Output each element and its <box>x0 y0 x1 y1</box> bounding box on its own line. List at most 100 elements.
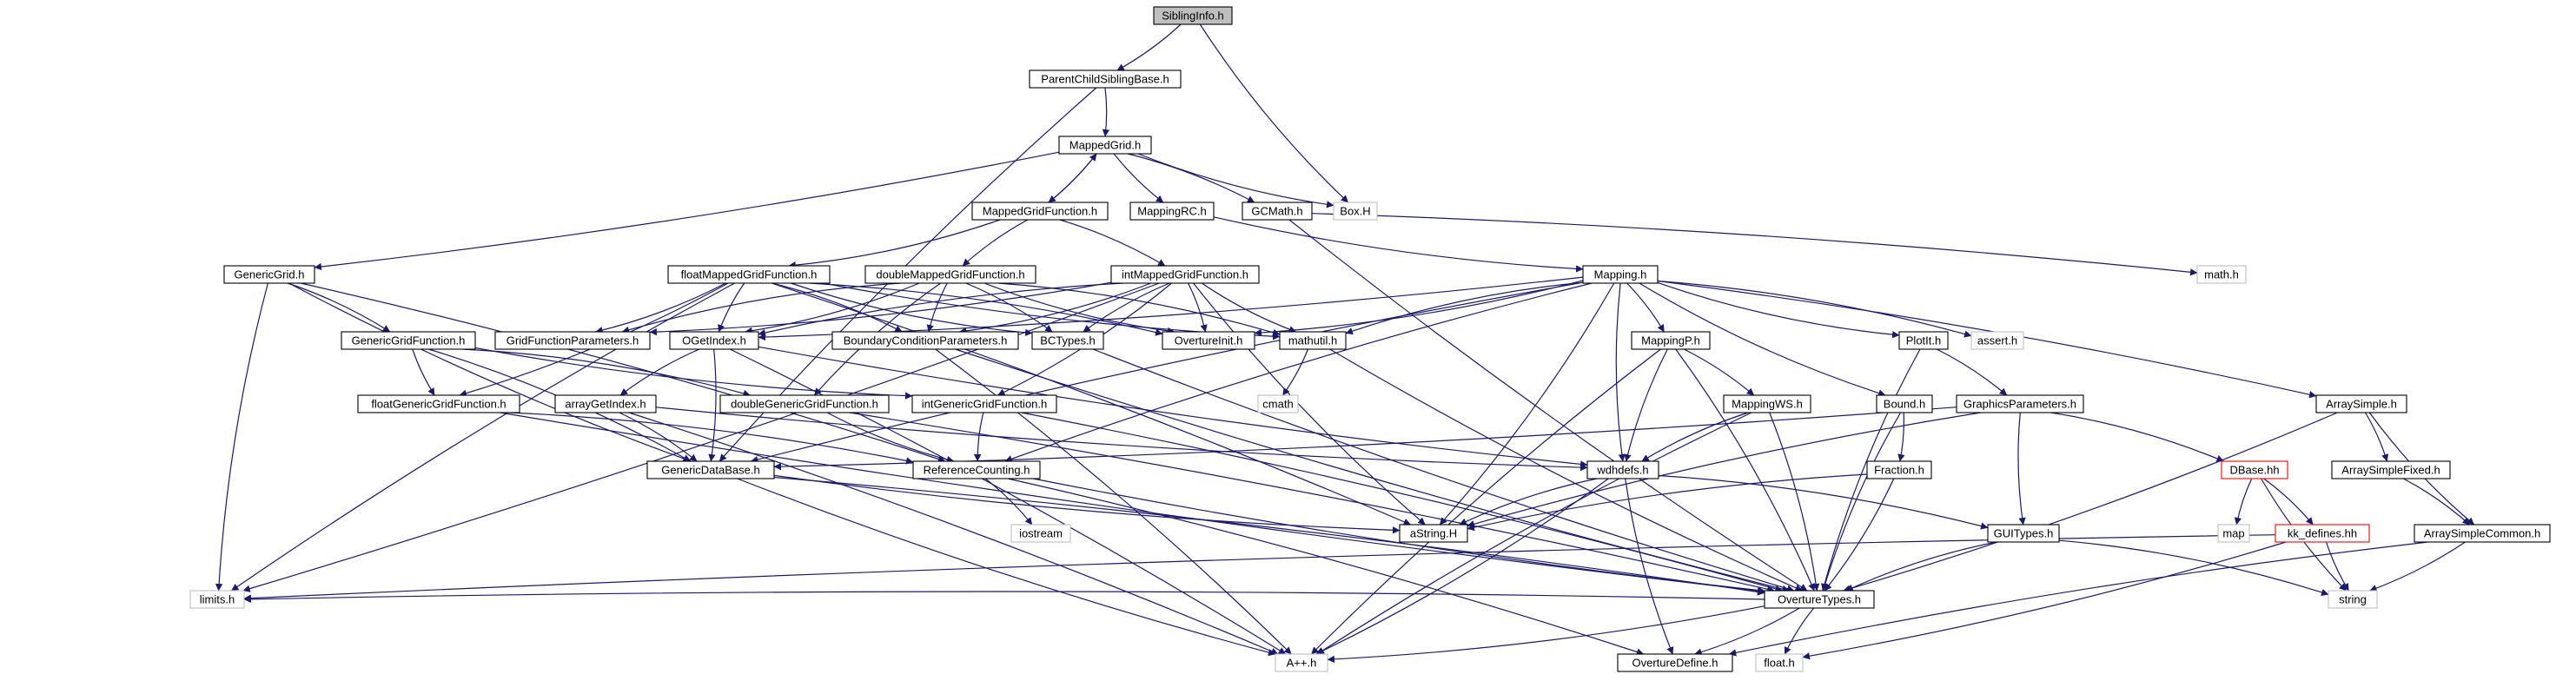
edge-OGetIndex-to-Appph <box>729 348 1287 655</box>
node-ParentChildSiblingBase[interactable]: ParentChildSiblingBase.h <box>1029 69 1182 89</box>
node-wdhdefs[interactable]: wdhdefs.h <box>1586 460 1659 479</box>
node-asserth: assert.h <box>1970 331 2024 350</box>
node-BCTypes[interactable]: BCTypes.h <box>1031 331 1104 350</box>
edge-intMappedGridFunction-to-BCTypes <box>1083 282 1170 333</box>
node-GCMath[interactable]: GCMath.h <box>1242 202 1313 221</box>
node-SiblingInfo[interactable]: SiblingInfo.h <box>1153 6 1233 25</box>
node-label-MappedGrid: MappedGrid.h <box>1069 139 1141 152</box>
edge-GenericDataBase-to-OvertureTypes <box>773 476 1765 596</box>
edge-doubleGenericGridFunction-to-OvertureTypes <box>849 412 1775 593</box>
node-GraphicsParameters[interactable]: GraphicsParameters.h <box>1956 394 2084 413</box>
node-OvertureInit[interactable]: OvertureInit.h <box>1162 331 1255 350</box>
node-map: map <box>2217 524 2250 543</box>
edge-GUITypes-to-string <box>2058 539 2329 596</box>
node-box-kkdefines <box>2275 524 2370 543</box>
edge-GenericGridFunction-to-doubleGenericGridFunction <box>462 348 751 397</box>
edge-wdhdefs-to-GUITypes <box>1658 474 1989 530</box>
edge-kkdefines-to-limitsh <box>243 534 2276 602</box>
node-box-intGenericGridFunction <box>911 394 1057 413</box>
edge-arrayGetIndex-to-GenericDataBase <box>619 412 698 462</box>
edge-OvertureTypes-to-OvertureDefine <box>1694 607 1800 656</box>
node-box-OvertureDefine <box>1617 653 1733 672</box>
node-box-GenericGrid <box>223 265 315 284</box>
node-Mapping[interactable]: Mapping.h <box>1582 265 1659 284</box>
node-MappedGrid[interactable]: MappedGrid.h <box>1058 136 1152 155</box>
node-MappingWS[interactable]: MappingWS.h <box>1723 394 1811 413</box>
node-MappingRC[interactable]: MappingRC.h <box>1129 202 1215 221</box>
node-Fraction[interactable]: Fraction.h <box>1866 460 1932 479</box>
edge-doubleMappedGridFunction-to-BoundaryConditionParameters <box>926 282 948 333</box>
node-box-intMappedGridFunction <box>1110 265 1260 284</box>
node-doubleMappedGridFunction[interactable]: doubleMappedGridFunction.h <box>864 265 1036 284</box>
edge-intMappedGridFunction-to-mathutil <box>1201 282 1297 334</box>
node-box-MappedGridFunction <box>971 202 1109 221</box>
node-box-asserth <box>1970 331 2024 350</box>
edge-BoundaryConditionParameters-to-OvertureTypes <box>955 348 1790 593</box>
edge-MappedGrid-to-MappingRC <box>1113 153 1164 203</box>
edge-intMappedGridFunction-to-OvertureInit <box>1188 282 1208 333</box>
node-GUITypes[interactable]: GUITypes.h <box>1987 524 2060 543</box>
node-floatGenericGridFunction[interactable]: floatGenericGridFunction.h <box>357 394 520 413</box>
edge-intMappedGridFunction-to-BoundaryConditionParameters <box>958 282 1151 335</box>
node-iostream: iostream <box>1010 524 1071 543</box>
edge-ArraySimple-to-ArraySimpleFixed <box>2364 412 2389 462</box>
edge-Mapping-to-wdhdefs <box>1615 282 1626 462</box>
node-box-ArraySimpleFixed <box>2331 460 2451 479</box>
node-floath: float.h <box>1755 653 1804 672</box>
node-MappedGridFunction[interactable]: MappedGridFunction.h <box>971 202 1109 221</box>
node-GenericDataBase[interactable]: GenericDataBase.h <box>646 460 775 479</box>
node-ArraySimpleCommon[interactable]: ArraySimpleCommon.h <box>2414 524 2551 543</box>
node-box-mathh <box>2196 265 2247 284</box>
node-ArraySimpleFixed[interactable]: ArraySimpleFixed.h <box>2331 460 2451 479</box>
node-GridFunctionParameters[interactable]: GridFunctionParameters.h <box>494 331 651 350</box>
node-ArraySimple[interactable]: ArraySimple.h <box>2315 394 2407 413</box>
node-box-BoundaryConditionParameters <box>831 331 1019 350</box>
node-box-floatGenericGridFunction <box>357 394 520 413</box>
node-box-MappingRC <box>1129 202 1215 221</box>
node-OvertureTypes[interactable]: OvertureTypes.h <box>1764 590 1875 609</box>
edge-GenericDataBase-to-Appph <box>737 478 1276 657</box>
node-intGenericGridFunction[interactable]: intGenericGridFunction.h <box>911 394 1057 413</box>
edge-Mapping-to-OvertureInit <box>1254 280 1584 337</box>
node-label-floatGenericGridFunction: floatGenericGridFunction.h <box>371 398 506 411</box>
node-BoundaryConditionParameters[interactable]: BoundaryConditionParameters.h <box>831 331 1019 350</box>
edge-OGetIndex-to-arrayGetIndex <box>619 348 700 396</box>
node-GenericGridFunction[interactable]: GenericGridFunction.h <box>341 331 476 350</box>
node-box-OGetIndex <box>669 331 759 350</box>
node-label-BCTypes: BCTypes.h <box>1040 334 1096 347</box>
edge-GenericGridFunction-to-intGenericGridFunction <box>474 347 913 400</box>
node-label-Bound: Bound.h <box>1884 398 1925 411</box>
node-label-string: string <box>2339 593 2367 606</box>
node-ReferenceCounting[interactable]: ReferenceCounting.h <box>912 460 1041 479</box>
edge-MappingRC-to-Mapping <box>1213 216 1584 273</box>
node-label-MappingRC: MappingRC.h <box>1137 205 1207 218</box>
edge-ArraySimpleCommon-to-OvertureDefine <box>1728 541 2428 657</box>
edge-kkdefines-to-string <box>2326 541 2349 592</box>
node-doubleGenericGridFunction[interactable]: doubleGenericGridFunction.h <box>719 394 890 413</box>
node-OvertureDefine[interactable]: OvertureDefine.h <box>1617 653 1733 672</box>
edge-MappedGridFunction-to-doubleMappedGridFunction <box>962 219 1029 267</box>
node-aStringH[interactable]: aString.H <box>1399 524 1468 543</box>
node-MappingP[interactable]: MappingP.h <box>1631 331 1711 350</box>
node-mathutil[interactable]: mathutil.h <box>1279 331 1347 350</box>
node-PlotIt[interactable]: PlotIt.h <box>1898 331 1949 350</box>
node-GenericGrid[interactable]: GenericGrid.h <box>223 265 315 284</box>
node-Bound[interactable]: Bound.h <box>1876 394 1933 413</box>
edge-doubleMappedGridFunction-to-OGetIndex <box>745 282 920 334</box>
node-intMappedGridFunction[interactable]: intMappedGridFunction.h <box>1110 265 1260 284</box>
node-box-GUITypes <box>1987 524 2060 543</box>
node-arrayGetIndex[interactable]: arrayGetIndex.h <box>554 394 657 413</box>
node-label-Mapping: Mapping.h <box>1594 268 1647 281</box>
edge-MappingP-to-OvertureTypes <box>1675 348 1815 592</box>
node-OGetIndex[interactable]: OGetIndex.h <box>669 331 759 350</box>
edge-floatMappedGridFunction-to-aStringH <box>771 282 1411 526</box>
node-kkdefines[interactable]: kk_defines.hh <box>2275 524 2370 543</box>
edge-intMappedGridFunction-to-aStringH <box>1193 282 1426 526</box>
node-label-PlotIt: PlotIt.h <box>1906 334 1941 347</box>
node-floatMappedGridFunction[interactable]: floatMappedGridFunction.h <box>667 265 831 284</box>
node-DBase[interactable]: DBase.hh <box>2221 460 2288 479</box>
node-label-ArraySimpleFixed: ArraySimpleFixed.h <box>2341 464 2440 477</box>
node-box-GridFunctionParameters <box>494 331 651 350</box>
node-box-string <box>2328 590 2378 609</box>
node-label-OvertureTypes: OvertureTypes.h <box>1778 593 1861 606</box>
